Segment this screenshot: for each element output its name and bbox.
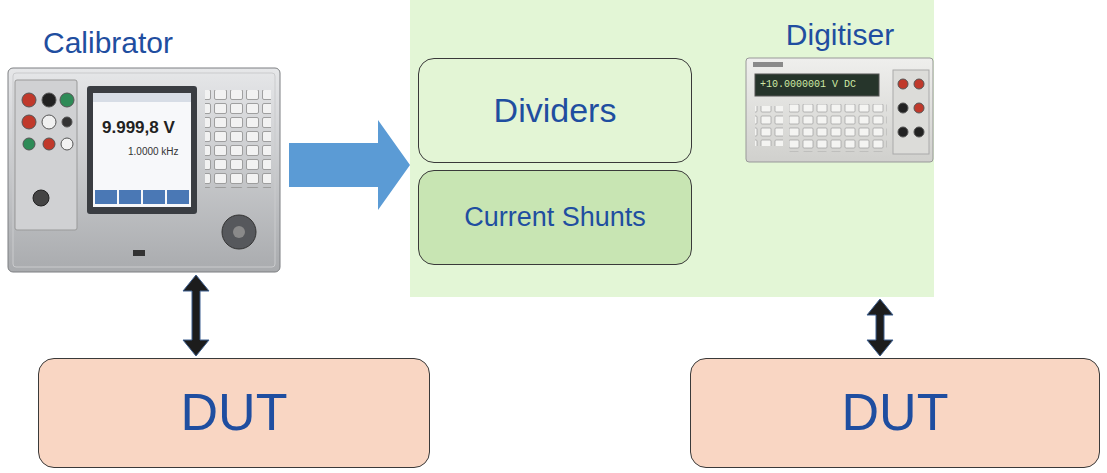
dut-box: DUT <box>690 358 1100 468</box>
knob-cap <box>233 226 245 238</box>
display <box>755 74 879 96</box>
node-label: DUT <box>842 383 949 443</box>
node-label: Calibrator <box>43 26 285 61</box>
terminal-jack <box>43 138 55 150</box>
dut-box: DUT <box>38 358 430 468</box>
double-arrow <box>183 275 209 356</box>
node-label: Digitiser <box>745 18 935 53</box>
terminal-panel <box>15 80 77 230</box>
calibrator-device: Calibrator <box>5 18 285 273</box>
terminal-jack <box>898 79 908 89</box>
usb-port <box>133 250 145 256</box>
soft-key <box>95 190 117 204</box>
terminal-jack <box>60 93 74 107</box>
terminal-jack <box>42 115 56 129</box>
rotary-knob <box>222 215 256 249</box>
terminal-jack <box>33 190 49 206</box>
terminal-jack <box>23 138 35 150</box>
double-arrow <box>867 299 893 356</box>
digitiser-illustration <box>745 18 935 297</box>
node-label: Current Shunts <box>464 202 646 233</box>
node-label: Dividers <box>494 91 617 130</box>
device-body <box>746 58 933 162</box>
terminal-jack <box>914 103 924 113</box>
process-box: Dividers <box>418 58 692 163</box>
terminal-jack <box>61 138 73 150</box>
button-column <box>755 106 783 146</box>
reference-panel: DividersCurrent Shunts Digitiser <box>410 0 934 297</box>
terminal-jack <box>22 93 36 107</box>
terminal-jack <box>914 127 924 137</box>
soft-key <box>143 190 165 204</box>
terminal-jack <box>22 115 36 129</box>
screen-reading: 9.999,8 V <box>102 118 175 138</box>
node-label: DUT <box>181 383 288 443</box>
device-bezel <box>13 73 275 267</box>
process-box: Current Shunts <box>418 170 692 265</box>
terminal-jack <box>914 79 924 89</box>
terminal-jack <box>898 127 908 137</box>
terminal-jack <box>898 103 908 113</box>
block-arrow <box>289 120 410 210</box>
keypad <box>205 90 271 188</box>
soft-key <box>119 190 141 204</box>
soft-key <box>167 190 189 204</box>
screen <box>93 93 191 207</box>
screen-bezel <box>87 86 197 214</box>
display-reading: +10.0000001 V DC <box>760 79 856 91</box>
terminal-jack <box>62 117 72 127</box>
device-body <box>8 68 280 272</box>
logo-mark <box>753 62 783 67</box>
terminal-jack <box>42 93 56 107</box>
keypad <box>789 104 887 152</box>
screen-reading: 1.0000 kHz <box>128 146 179 158</box>
digitiser-device: Digitiser <box>745 18 935 297</box>
screen-header <box>93 93 191 102</box>
terminal-panel <box>893 70 929 154</box>
